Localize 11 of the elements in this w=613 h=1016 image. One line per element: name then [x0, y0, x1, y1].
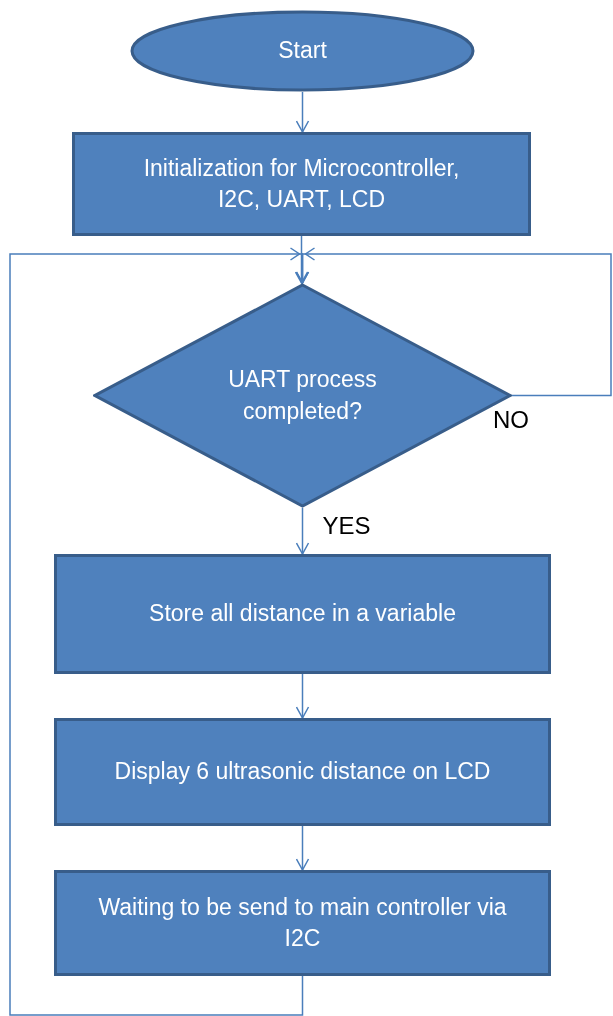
node-text: Display 6 ultrasonic distance on LCD	[114, 757, 491, 787]
process-box	[54, 870, 551, 976]
process-box	[72, 132, 531, 236]
node-text: Waiting to be send to main controller via I2C	[97, 892, 508, 953]
process-box	[54, 554, 551, 674]
node-text: Start	[278, 36, 327, 66]
node-text: Initialization for Microcontroller, I2C, UART, LCD	[142, 153, 461, 214]
start-terminal	[130, 10, 475, 92]
node-text: Store all distance in a variable	[149, 599, 456, 629]
process-box	[54, 718, 551, 826]
node-text: UART process completed?	[227, 365, 378, 426]
